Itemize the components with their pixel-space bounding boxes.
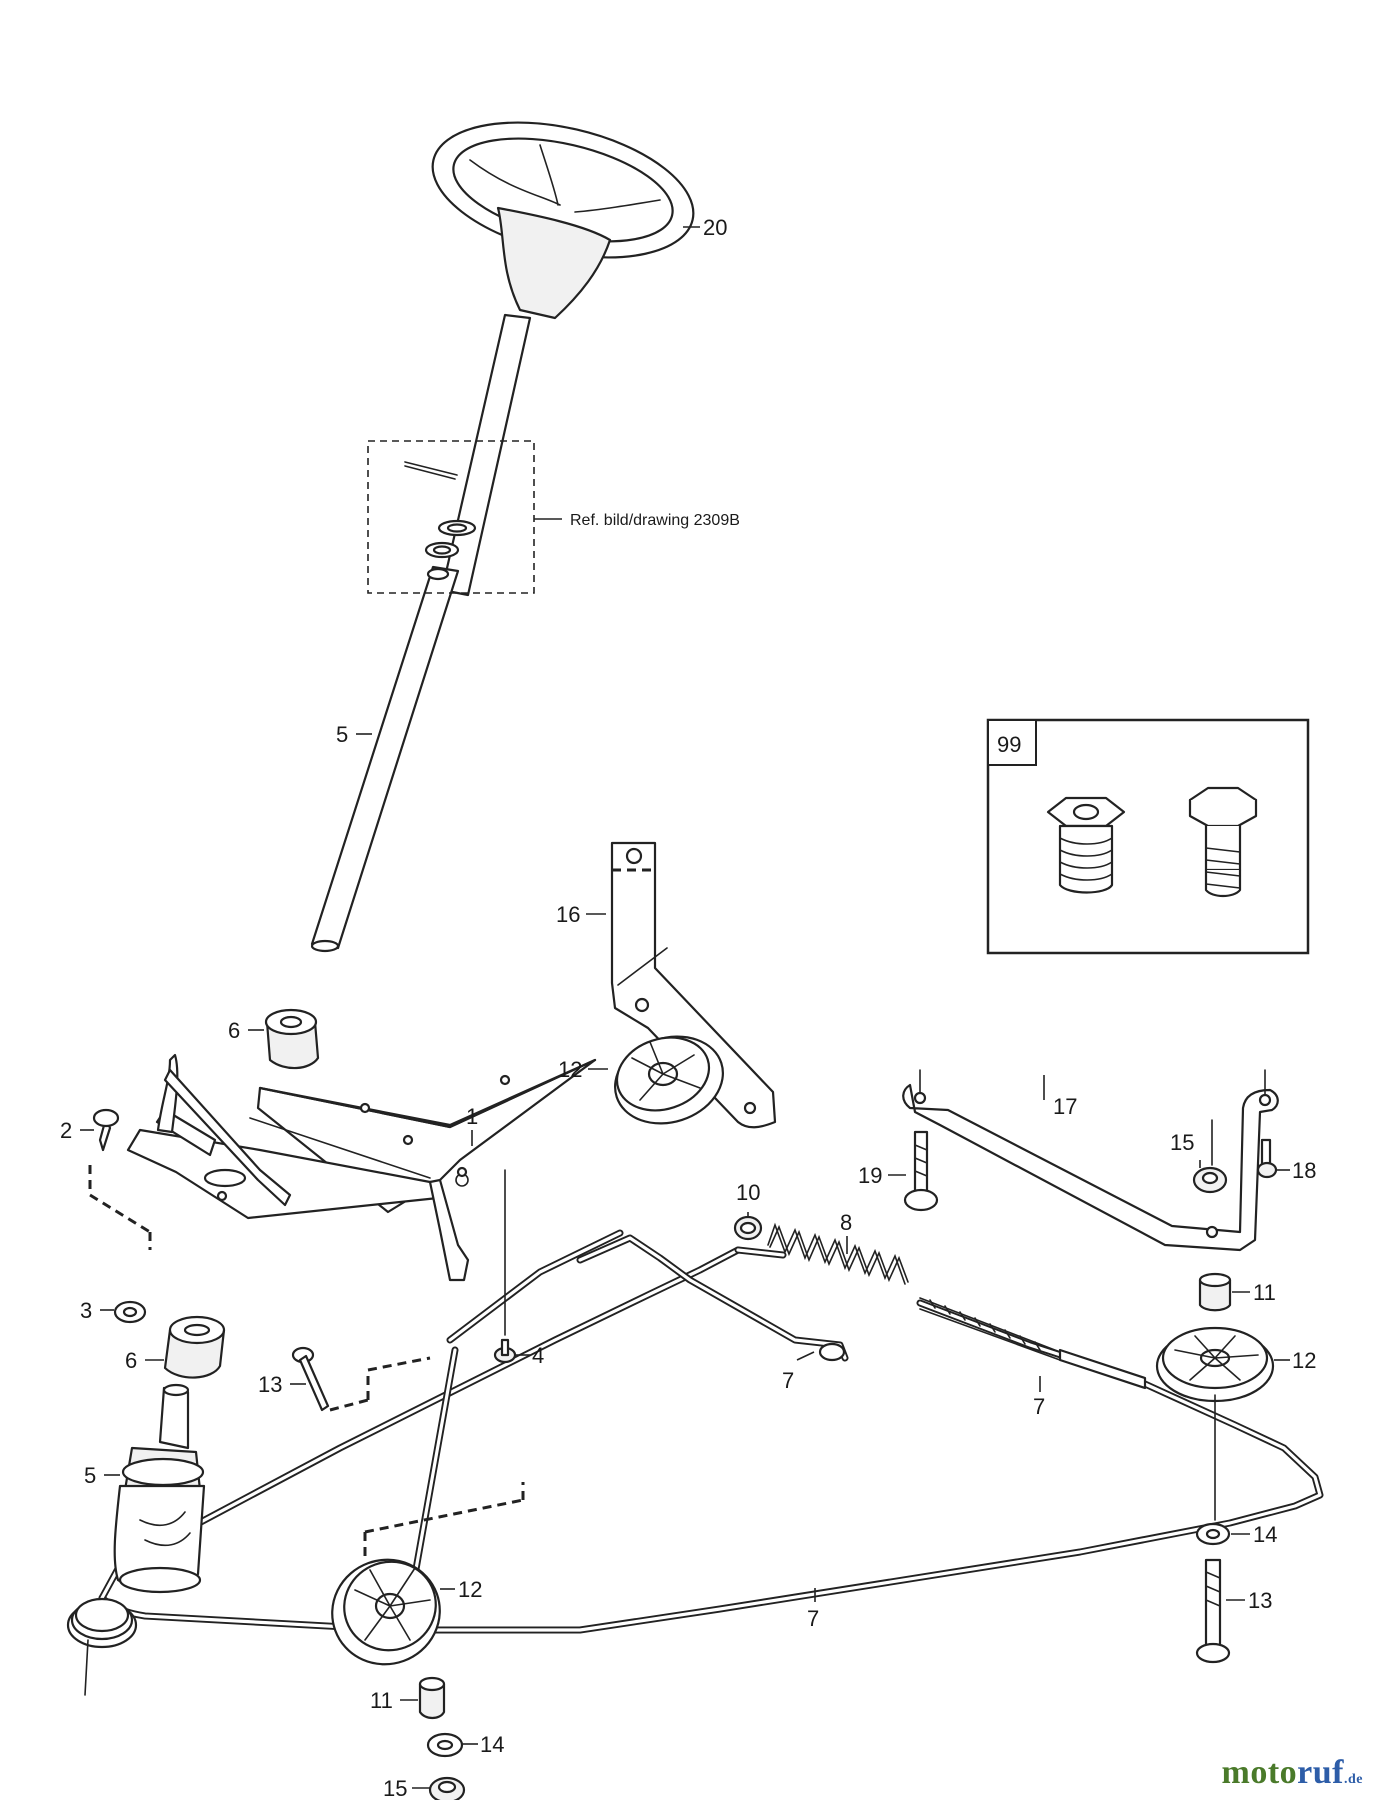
inset-label: 99 <box>997 732 1021 757</box>
callout-bolt-2: 2 <box>60 1118 72 1143</box>
callout-screw-4: 4 <box>532 1343 544 1368</box>
callout-pulley-upper: 12 <box>558 1057 582 1082</box>
main-plate <box>126 1053 597 1282</box>
callout-pulley-right: 12 <box>1292 1348 1316 1373</box>
nut-icon <box>1046 796 1126 894</box>
reference-label: Ref. bild/drawing 2309B <box>570 512 740 529</box>
steering-shaft <box>310 313 532 953</box>
callout-spacer-11-bottom: 11 <box>370 1688 393 1713</box>
pulley-right <box>1155 1326 1275 1521</box>
callout-steering-wheel: 20 <box>703 215 727 240</box>
nut-15-right <box>1192 1119 1228 1194</box>
pin-and-washers <box>404 461 477 581</box>
callout-bolt-13-center: 13 <box>258 1372 282 1397</box>
watermark-part1: moto <box>1221 1754 1298 1791</box>
spacer-11-right <box>1198 1272 1232 1312</box>
callout-nut-15-right: 15 <box>1170 1130 1194 1155</box>
nut-15-bottom <box>428 1776 466 1800</box>
callout-cable-bottom: 7 <box>807 1606 819 1631</box>
pulley-bottom <box>331 1482 525 1666</box>
callout-screw-18: 18 <box>1292 1158 1316 1183</box>
callout-bolt-19: 19 <box>858 1163 882 1188</box>
bolt-13-center <box>291 1346 431 1412</box>
callout-washer-14-right: 14 <box>1253 1522 1277 1547</box>
callout-washer-14-bottom: 14 <box>480 1732 504 1757</box>
steering-cable <box>98 1229 1324 1634</box>
callout-bolt-13-right: 13 <box>1248 1588 1272 1613</box>
watermark-suffix: .de <box>1344 1772 1363 1787</box>
watermark-part2: ruf <box>1297 1754 1344 1791</box>
lower-shaft <box>113 1383 206 1594</box>
upper-bushing <box>264 1008 320 1070</box>
callout-spring: 8 <box>840 1210 852 1235</box>
washer-14-right <box>1195 1522 1231 1546</box>
inset-hardware-box: 99 <box>986 718 1310 955</box>
callout-bracket-arm: 16 <box>556 902 580 927</box>
callout-washer-3: 3 <box>80 1298 92 1323</box>
callout-nut-15-bottom: 15 <box>383 1776 407 1800</box>
screw-4 <box>493 1169 517 1364</box>
callout-pulley-bottom: 12 <box>458 1577 482 1602</box>
callout-lower-bushing: 6 <box>125 1348 137 1373</box>
spacer-11-bottom <box>418 1676 446 1720</box>
callout-plate: 1 <box>466 1104 478 1129</box>
screw-18 <box>1256 1138 1278 1179</box>
steering-wheel <box>431 121 695 320</box>
callout-spacer-11-right: 11 <box>1253 1280 1276 1305</box>
bolt-2 <box>88 1108 152 1250</box>
washer-3 <box>113 1300 147 1324</box>
lower-bushing <box>163 1315 226 1379</box>
callout-nut-10: 10 <box>736 1180 760 1205</box>
callout-cable-rod: 7 <box>1033 1394 1045 1419</box>
bolt-13-right <box>1195 1558 1231 1664</box>
callout-steering-shaft: 5 <box>336 722 348 747</box>
cable-drum <box>66 1597 138 1696</box>
callout-tie-rod: 17 <box>1053 1094 1077 1119</box>
washer-14-bottom <box>426 1732 464 1758</box>
pulley-upper <box>614 1035 724 1125</box>
callout-cable-right-end: 7 <box>782 1368 794 1393</box>
bracket-arm <box>610 841 777 1129</box>
watermark-logo: motoruf.de <box>1222 1754 1363 1792</box>
callouts: 20 5 6 16 12 1 2 3 4 6 5 13 10 8 7 17 15 <box>60 215 1316 1800</box>
callout-upper-bushing: 6 <box>228 1018 240 1043</box>
bolt-icon <box>1188 786 1258 898</box>
bolt-19 <box>903 1130 939 1212</box>
callout-lower-shaft: 5 <box>84 1463 96 1488</box>
tie-rod <box>902 1069 1279 1252</box>
nut-10 <box>733 1215 763 1241</box>
reference-box <box>367 440 535 594</box>
spring <box>767 1222 909 1285</box>
